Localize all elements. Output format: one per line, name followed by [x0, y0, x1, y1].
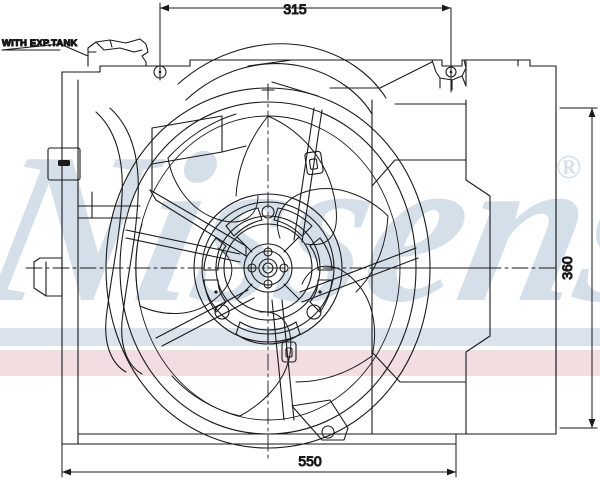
fan-shroud-struts — [125, 107, 419, 421]
watermark-brand-logo: Nissens — [0, 109, 600, 347]
watermark-brand-text: Nissens — [0, 109, 600, 347]
watermark-band-blue — [0, 328, 600, 346]
shroud-lower-flange — [77, 191, 141, 219]
shroud-top-cowl — [177, 43, 387, 115]
bottom-mounting-tab — [291, 399, 349, 441]
right-side-panel — [371, 59, 519, 435]
note-with-exp-tank: WITH EXP.TANK — [2, 38, 78, 49]
dimension-315 — [159, 2, 452, 93]
expansion-tank-outline — [87, 38, 149, 67]
dimension-label-360: 360 — [559, 256, 575, 280]
dimension-label-315: 315 — [283, 1, 307, 17]
hub-crosshair — [261, 83, 275, 97]
left-side-connector — [47, 147, 81, 181]
strut-bracket-upper — [304, 150, 324, 176]
radiator-housing-outline — [61, 59, 557, 445]
fan-blades — [135, 113, 389, 417]
left-mounting-tab — [33, 257, 63, 297]
watermark-band-pink — [0, 350, 600, 376]
top-mounting-boss — [329, 59, 467, 91]
top-plate-boss-left — [153, 65, 167, 79]
note-leader-line — [1, 43, 89, 57]
dimension-550 — [61, 433, 457, 478]
dimension-360 — [559, 107, 598, 429]
registered-mark-icon: ® — [556, 149, 581, 186]
shroud-left-duct — [95, 107, 143, 375]
shroud-duct-box — [151, 115, 247, 191]
centerlines — [25, 83, 557, 463]
dimension-label-550: 550 — [298, 453, 322, 469]
